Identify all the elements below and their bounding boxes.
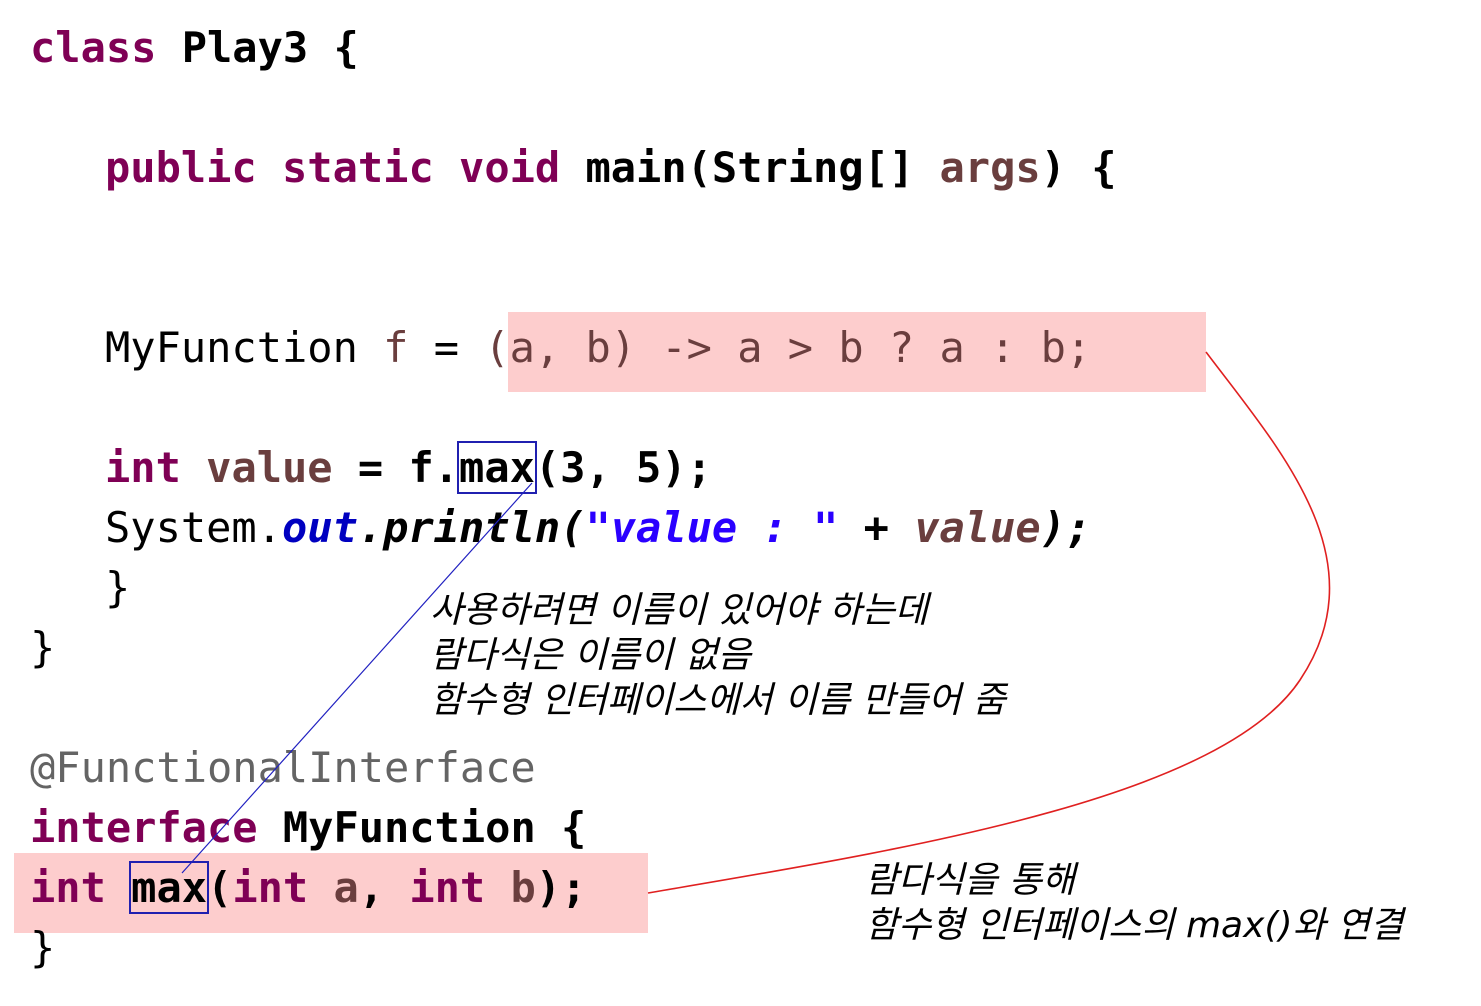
link-note-line-2: 함수형 인터페이스의 max()와 연결: [865, 905, 1404, 946]
assign-op: =: [408, 323, 485, 372]
value-string-literal: "value : ": [585, 503, 839, 552]
plus-op: +: [838, 503, 915, 552]
param-comma: ,: [358, 863, 410, 912]
max-decl-end: );: [535, 863, 587, 912]
blue-connector: [181, 482, 533, 874]
class-close-brace: }: [30, 623, 56, 672]
link-note-line-1: 람다식을 통해: [865, 860, 1076, 901]
class-name: Play3: [181, 23, 309, 72]
void-keyword: void: [459, 143, 561, 192]
interface-brace: {: [561, 803, 587, 852]
interface-declaration: interface MyFunction {: [30, 800, 586, 856]
param-a-int-keyword: int: [232, 863, 309, 912]
value-ref: value: [914, 503, 1041, 552]
name-note-line-1: 사용하려면 이름이 있어야 하는데: [430, 590, 929, 631]
args-param: args: [939, 143, 1041, 192]
max-call-boxed: max: [457, 441, 537, 494]
out-field: out: [282, 503, 358, 552]
functional-interface-annotation: @FunctionalInterface: [30, 743, 536, 792]
lambda-assignment: MyFunction f = (a, b) -> a > b ? a : b;: [105, 320, 1091, 376]
param-a: a: [333, 863, 359, 912]
system-class: System.: [105, 503, 283, 552]
call-prefix: = f.: [332, 443, 460, 492]
class-brace-open: {: [333, 23, 359, 72]
return-int-keyword: int: [30, 863, 106, 912]
max-decl-highlight: [14, 853, 648, 933]
println-end: );: [1040, 503, 1092, 552]
main-name: main(String[]: [585, 143, 915, 192]
println-method: println(: [383, 503, 586, 552]
value-assignment: int value = f.max(3, 5);: [105, 440, 712, 496]
max-decl-boxed: max: [129, 861, 210, 914]
println-statement: System.out.println("value : " + value);: [105, 500, 1091, 556]
interface-name: MyFunction: [282, 803, 536, 852]
max-method-declaration: int max(int a, int b);: [30, 860, 586, 916]
interface-keyword: interface: [30, 803, 258, 852]
red-connector: [647, 351, 1331, 894]
value-variable: value: [206, 443, 333, 492]
class-keyword: class: [30, 23, 157, 72]
main-method-signature: public static void main(String[] args) {: [105, 140, 1117, 196]
interface-close-brace: }: [30, 923, 56, 972]
lambda-expression: (a, b) -> a > b ? a : b;: [484, 323, 1092, 372]
public-keyword: public: [105, 143, 257, 192]
dot: .: [357, 503, 384, 552]
main-close-brace: }: [105, 563, 131, 612]
max-call-args: (3, 5);: [534, 443, 712, 492]
myfunction-type: MyFunction: [105, 323, 358, 372]
f-variable: f: [383, 323, 409, 372]
param-b-int-keyword: int: [409, 863, 486, 912]
name-note-line-3: 함수형 인터페이스에서 이름 만들어 줌: [430, 680, 1006, 721]
max-decl-paren: (: [207, 863, 233, 912]
class-declaration: class Play3 {: [30, 20, 359, 76]
param-b: b: [510, 863, 536, 912]
name-note-line-2: 람다식은 이름이 없음: [430, 635, 751, 676]
static-keyword: static: [282, 143, 434, 192]
main-tail: ) {: [1040, 143, 1117, 192]
int-keyword: int: [105, 443, 181, 492]
lambda-highlight: [508, 312, 1206, 392]
